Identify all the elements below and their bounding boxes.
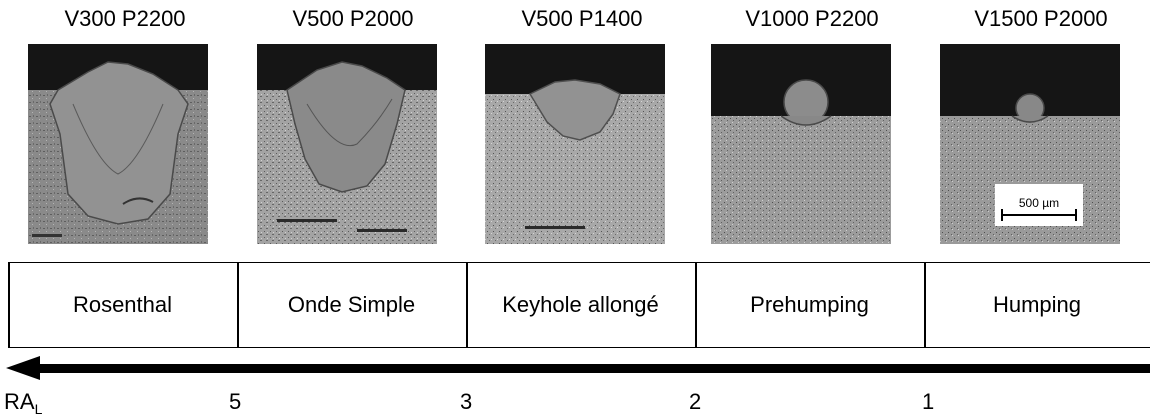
ra-label: RAL bbox=[4, 389, 43, 417]
caption-1: V300 P2200 bbox=[64, 6, 186, 31]
micrograph-4 bbox=[711, 44, 891, 244]
regime-onde-simple: Onde Simple bbox=[287, 292, 416, 317]
ra-arrow bbox=[6, 356, 1150, 380]
ra-tick-2: 2 bbox=[689, 389, 702, 414]
regime-keyhole-allonge: Keyhole allongé bbox=[502, 292, 659, 317]
micrograph-5: 500 µm bbox=[940, 44, 1120, 244]
micrograph-1 bbox=[28, 44, 208, 244]
caption-4: V1000 P2200 bbox=[745, 6, 879, 31]
scale-bar-label: 500 µm bbox=[1019, 196, 1059, 210]
regime-humping: Humping bbox=[992, 292, 1082, 317]
caption-3: V500 P1400 bbox=[521, 6, 643, 31]
ra-tick-5: 5 bbox=[229, 389, 242, 414]
caption-2: V500 P2000 bbox=[292, 6, 414, 31]
regime-row: Rosenthal Onde Simple Keyhole allongé Pr… bbox=[8, 262, 1150, 348]
regime-prehumping: Prehumping bbox=[750, 292, 869, 317]
micrograph-2 bbox=[257, 44, 437, 244]
micrograph-3 bbox=[485, 44, 665, 244]
regime-rosenthal: Rosenthal bbox=[72, 292, 173, 317]
ra-tick-3: 3 bbox=[460, 389, 473, 414]
ra-tick-1: 1 bbox=[922, 389, 935, 414]
caption-5: V1500 P2000 bbox=[974, 6, 1108, 31]
